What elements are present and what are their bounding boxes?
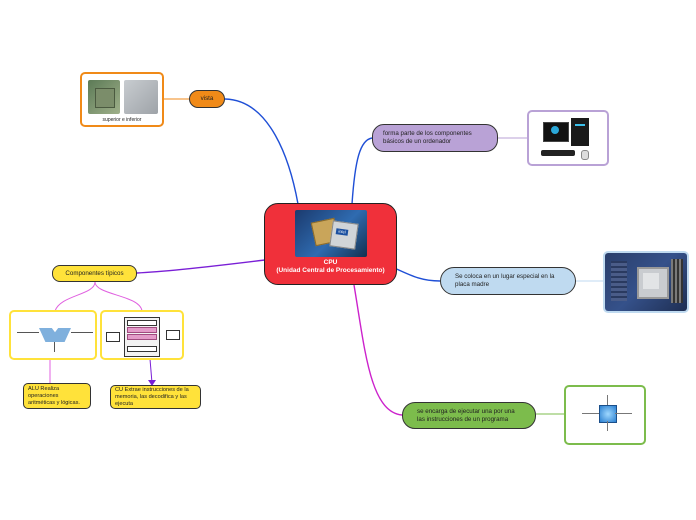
node-componentes-label: Componentes típicos <box>65 269 124 277</box>
motherboard-socket-photo <box>603 251 689 313</box>
connector-se-encarga <box>353 284 403 416</box>
node-forma-parte-label: forma parte de los componentes básicos d… <box>383 130 472 145</box>
alu-diagram-image <box>9 310 97 360</box>
connector-vista <box>224 98 299 205</box>
node-se-encarga-label: se encarga de ejecutar una por una las i… <box>417 407 515 423</box>
connector-forma-parte <box>351 137 373 205</box>
connector-alu-image <box>54 281 96 312</box>
node-vista[interactable]: vista <box>189 90 225 108</box>
connector-componentes <box>136 259 266 274</box>
cpu-chip-icon: intel <box>294 210 367 257</box>
cpu-block-diagram-image <box>564 385 646 445</box>
node-componentes[interactable]: Componentes típicos <box>52 265 137 282</box>
node-se-coloca-label: Se coloca en un lugar especial en la pla… <box>455 273 555 288</box>
arrowhead-cu <box>148 380 156 386</box>
node-alu[interactable]: ALU Realiza operaciones aritméticas y ló… <box>23 383 91 409</box>
computer-workstation-image <box>527 110 609 166</box>
control-unit-diagram-image <box>100 310 184 360</box>
vista-image-caption: superior e inferior <box>102 117 142 123</box>
connector-se-coloca <box>389 265 441 282</box>
node-vista-label: vista <box>200 95 214 102</box>
central-node-title: CPU <box>323 259 338 266</box>
connector-cu <box>149 358 153 384</box>
node-forma-parte[interactable]: forma parte de los componentes básicos d… <box>372 124 498 152</box>
connector-cu-image <box>94 281 143 312</box>
node-cu-label: CU Extrae instrucciones de la memoria, l… <box>115 386 189 407</box>
node-cu[interactable]: CU Extrae instrucciones de la memoria, l… <box>110 385 201 409</box>
node-se-encarga[interactable]: se encarga de ejecutar una por una las i… <box>402 402 536 429</box>
node-se-coloca[interactable]: Se coloca en un lugar especial en la pla… <box>440 267 576 295</box>
cpu-top-bottom-photo: superior e inferior <box>80 72 164 127</box>
central-node-cpu[interactable]: intel CPU (Unidad Central de Procesamien… <box>264 203 397 285</box>
node-alu-label: ALU Realiza operaciones aritméticas y ló… <box>28 385 80 406</box>
central-node-subtitle: (Unidad Central de Procesamiento) <box>276 267 385 274</box>
